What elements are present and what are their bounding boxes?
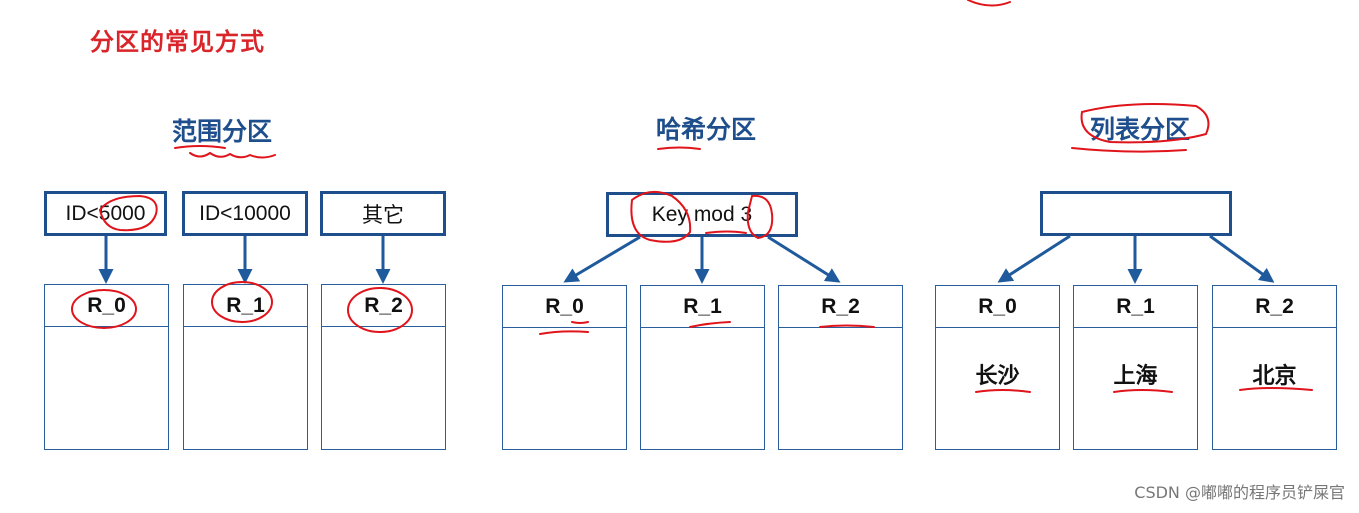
partition-label: R_2 <box>779 286 902 328</box>
watermark: CSDN @嘟嘟的程序员铲屎官 <box>1134 483 1345 502</box>
hash-partition-1: R_1 <box>640 285 765 450</box>
partition-label: R_0 <box>503 286 626 328</box>
partition-label: R_2 <box>322 285 445 327</box>
page-title: 分区的常见方式 <box>90 28 265 56</box>
range-partition-1: R_1 <box>183 284 308 450</box>
range-condition-2: 其它 <box>320 191 446 236</box>
range-condition-0: ID<5000 <box>44 191 167 236</box>
partition-value: 上海 <box>1113 364 1158 389</box>
partition-value: 北京 <box>1252 364 1297 389</box>
hash-expression-box: Key mod 3 <box>606 192 798 237</box>
partition-label: R_1 <box>1074 286 1197 328</box>
list-partition-0: R_0 长沙 <box>935 285 1060 450</box>
hash-partition-title: 哈希分区 <box>656 115 757 144</box>
partition-label: R_1 <box>184 285 307 327</box>
partition-label: R_0 <box>45 285 168 327</box>
list-arrow-2 <box>1209 234 1275 283</box>
hash-arrow-0 <box>563 235 641 283</box>
partition-value: 长沙 <box>975 364 1020 389</box>
list-arrow-0 <box>997 234 1071 283</box>
hash-partition-2: R_2 <box>778 285 903 450</box>
annotation-top-scribble <box>967 0 1011 7</box>
range-partition-title: 范围分区 <box>172 117 273 146</box>
partition-label: R_1 <box>641 286 764 328</box>
range-partition-2: R_2 <box>321 284 446 450</box>
range-condition-1: ID<10000 <box>182 191 308 236</box>
partition-label: R_2 <box>1213 286 1336 328</box>
hash-arrow-2 <box>767 235 841 283</box>
list-partition-2: R_2 北京 <box>1212 285 1337 450</box>
partition-label: R_0 <box>936 286 1059 328</box>
list-partition-title: 列表分区 <box>1090 115 1191 144</box>
annotation-list-underline <box>1071 147 1187 153</box>
list-expression-box <box>1040 191 1232 236</box>
hash-partition-0: R_0 <box>502 285 627 450</box>
range-partition-0: R_0 <box>44 284 169 450</box>
annotation-hash-underline <box>657 146 701 150</box>
list-partition-1: R_1 上海 <box>1073 285 1198 450</box>
